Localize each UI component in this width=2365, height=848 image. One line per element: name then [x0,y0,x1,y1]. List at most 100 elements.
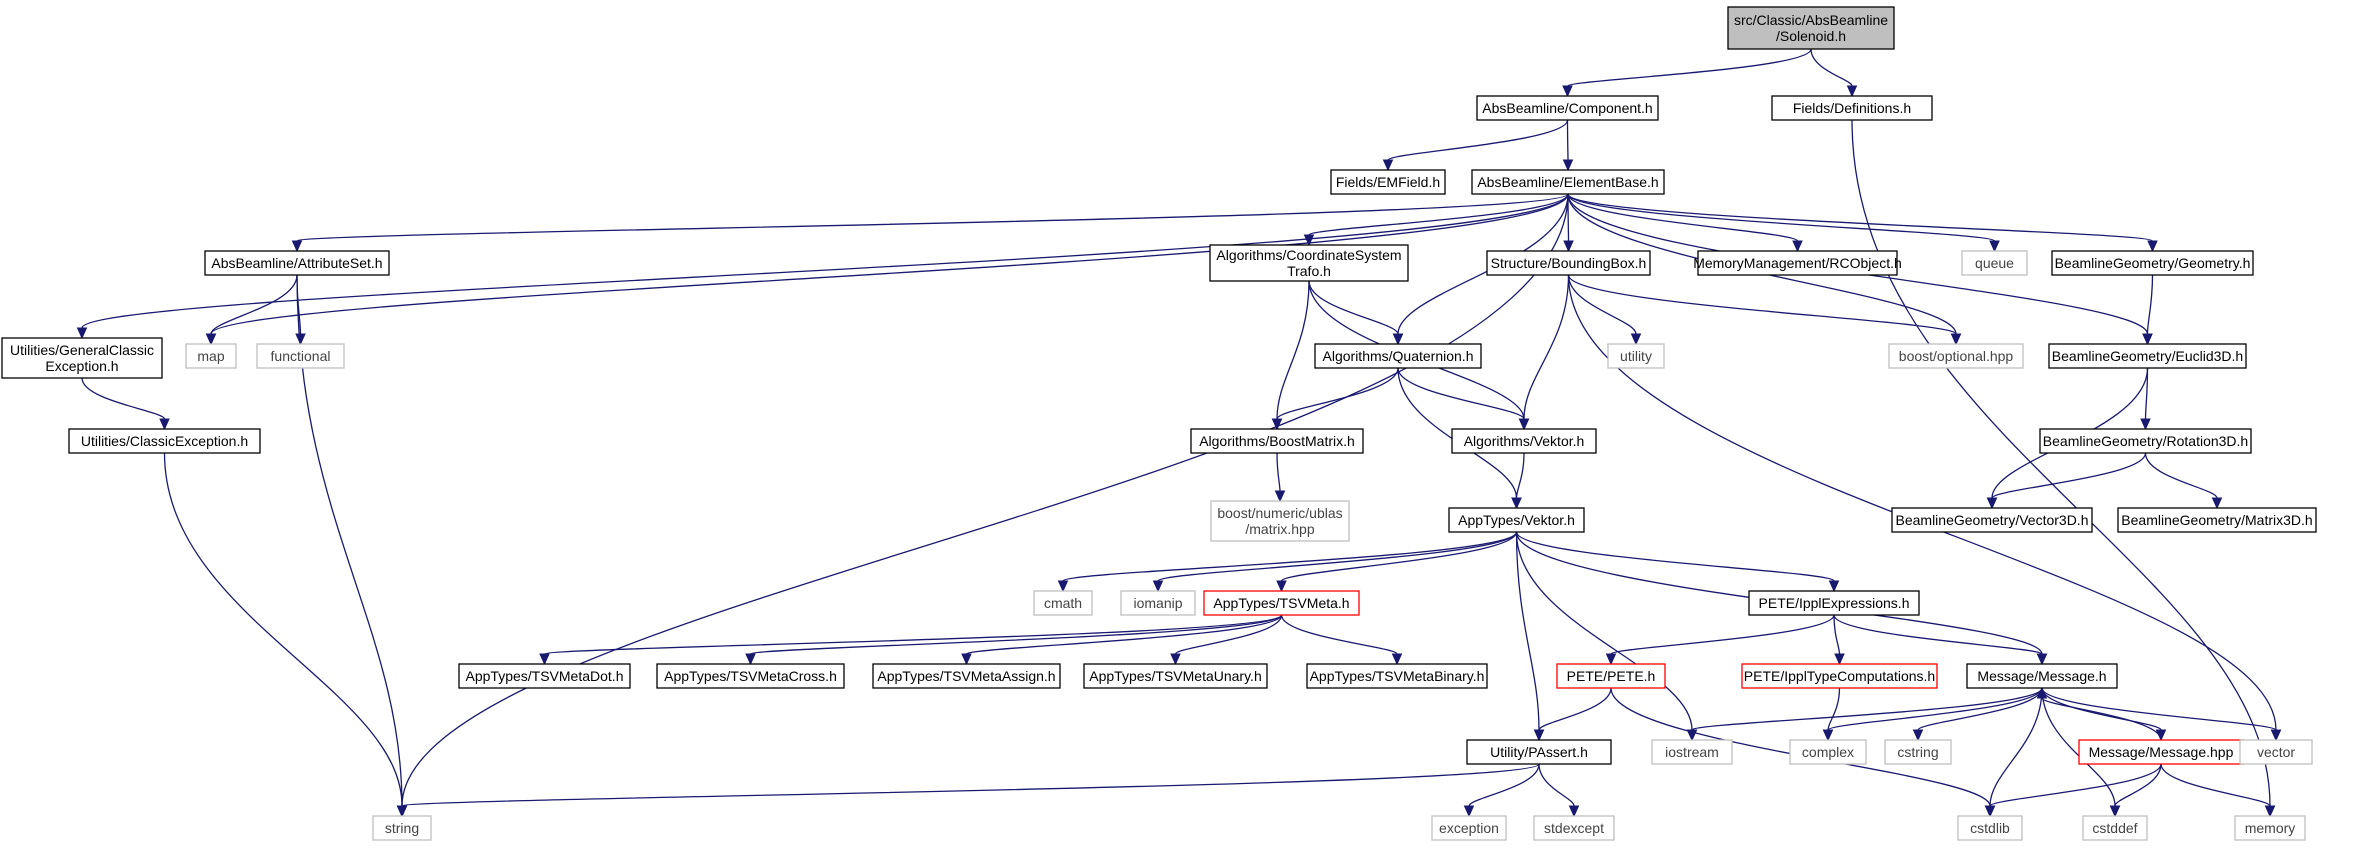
node-utility-passert-h[interactable]: Utility/PAssert.h [1466,739,1612,765]
node-box [1451,428,1597,454]
node-message-message-hpp[interactable]: Message/Message.hpp [2078,739,2244,765]
edge-attributeset-to-map [205,274,298,346]
edge-messagehpp-to-message [2036,686,2162,741]
node-box [656,663,845,689]
node-beamlinegeometry-rotation3d-h[interactable]: BeamlineGeometry/Rotation3D.h [2039,428,2252,454]
node-label: AppTypes/TSVMetaCross.h [664,668,837,684]
node-fields-emfield-h[interactable]: Fields/EMField.h [1330,169,1446,195]
node-box [1891,507,2093,533]
node-label: Algorithms/Vektor.h [1464,433,1585,449]
node-box [1966,663,2118,689]
node-apptypes-tsvmetabinary-h[interactable]: AppTypes/TSVMetaBinary.h [1306,663,1488,689]
node-label: BeamlineGeometry/Matrix3D.h [2121,512,2312,528]
node-pete-ipplexpressions-h[interactable]: PETE/IpplExpressions.h [1748,590,1920,616]
node-label: boost/numeric/ublas [1217,505,1342,521]
node-beamlinegeometry-euclid3d-h[interactable]: BeamlineGeometry/Euclid3D.h [2048,343,2247,369]
node-label: Message/Message.hpp [2089,744,2234,760]
edge-passert-to-stdexcept [1538,763,1580,818]
node-complex: complex [1789,739,1867,765]
node-label: iostream [1665,744,1719,760]
edge-tsvmeta-to-tsvcross [745,614,1283,666]
node-label: iomanip [1133,595,1182,611]
edge-appvektor-to-iomanip [1152,531,1518,593]
node-label: cmath [1044,595,1082,611]
node-beamlinegeometry-vector3d-h[interactable]: BeamlineGeometry/Vector3D.h [1891,507,2093,533]
edge-messagehpp-to-cstdlib [1984,763,2162,818]
node-algorithms-quaternion-h[interactable]: Algorithms/Quaternion.h [1314,343,1482,369]
node-label: AbsBeamline/ElementBase.h [1477,174,1658,190]
node-apptypes-tsvmetaassign-h[interactable]: AppTypes/TSVMetaAssign.h [872,663,1061,689]
node-label: Fields/Definitions.h [1793,100,1911,116]
node-box [1771,95,1933,121]
edge-component-to-emfield [1382,119,1569,172]
node-box [1083,663,1268,689]
edge-boostmatrix-to-ublas [1274,452,1286,503]
node-memorymanagement-rcobject-h[interactable]: MemoryManagement/RCObject.h [1693,250,1902,276]
node-apptypes-tsvmeta-h[interactable]: AppTypes/TSVMeta.h [1203,590,1360,616]
node-box [1190,428,1364,454]
edges-layer [76,48,2282,818]
node-functional: functional [256,343,345,369]
node-apptypes-tsvmetacross-h[interactable]: AppTypes/TSVMetaCross.h [656,663,845,689]
edge-rotation3d-to-vector3d [1986,452,2147,510]
node-label: queue [1975,255,2014,271]
node-box [1476,95,1659,121]
node-absbeamline-component-h[interactable]: AbsBeamline/Component.h [1476,95,1659,121]
edge-elementbase-to-rcobject [1567,193,1803,253]
node-apptypes-tsvmetaunary-h[interactable]: AppTypes/TSVMetaUnary.h [1083,663,1268,689]
node-box [1884,739,1952,765]
edge-tsvmeta-to-tsvunary [1170,614,1283,666]
edge-tsvmeta-to-tsvassign [961,614,1283,666]
node-label: boost/optional.hpp [1899,348,2014,364]
node-label: PETE/IpplTypeComputations.h [1744,668,1935,684]
node-vector: vector [2239,739,2313,765]
node-absbeamline-elementbase-h[interactable]: AbsBeamline/ElementBase.h [1471,169,1665,195]
node-label: AppTypes/TSVMetaBinary.h [1310,668,1485,684]
edge-quaternion-to-boostmatrix [1271,367,1399,431]
node-label: Algorithms/BoostMatrix.h [1199,433,1355,449]
node-algorithms-boostmatrix-h[interactable]: Algorithms/BoostMatrix.h [1190,428,1364,454]
node-label: Utility/PAssert.h [1490,744,1588,760]
node-pete-pete-h[interactable]: PETE/PETE.h [1556,663,1666,689]
node-apptypes-tsvmetadot-h[interactable]: AppTypes/TSVMetaDot.h [458,663,631,689]
node-queue: queue [1961,250,2028,276]
edge-elementbase-to-queue [1567,193,2000,253]
node-label: src/Classic/AbsBeamline [1734,12,1888,28]
node-box [1727,6,1895,50]
node-src-classic-absbeamline-solenoid-h[interactable]: src/Classic/AbsBeamline/Solenoid.h [1727,6,1895,50]
node-label: AppTypes/Vektor.h [1458,512,1575,528]
edge-messagehpp-to-cstddef [2109,763,2162,818]
node-map: map [185,343,237,369]
edge-boundingbox-to-optional [1567,274,1962,346]
node-label: Fields/EMField.h [1336,174,1440,190]
node-box [1748,590,1920,616]
node-pete-ippltypecomputations-h[interactable]: PETE/IpplTypeComputations.h [1741,663,1938,689]
node-algorithms-vektor-h[interactable]: Algorithms/Vektor.h [1451,428,1597,454]
node-box [2051,250,2254,276]
node-structure-boundingbox-h[interactable]: Structure/BoundingBox.h [1486,250,1651,276]
node-box [1120,590,1196,616]
node-utilities-classicexception-h[interactable]: Utilities/ClassicException.h [68,428,261,454]
node-label: PETE/IpplExpressions.h [1759,595,1910,611]
node-label: complex [1802,744,1854,760]
edge-boundingbox-to-algvektor [1518,274,1570,431]
edge-tsvmeta-to-tsvdot [539,614,1283,666]
node-box [1741,663,1938,689]
edge-ipplexpr-to-message [1833,614,2048,666]
node-apptypes-vektor-h[interactable]: AppTypes/Vektor.h [1448,507,1585,533]
node-absbeamline-attributeset-h[interactable]: AbsBeamline/AttributeSet.h [204,250,390,276]
node-label: Trafo.h [1287,263,1331,279]
node-label: Algorithms/Quaternion.h [1323,348,1474,364]
node-label: AbsBeamline/AttributeSet.h [211,255,382,271]
node-box [1486,250,1651,276]
node-message-message-h[interactable]: Message/Message.h [1966,663,2118,689]
node-iomanip: iomanip [1120,590,1196,616]
node-beamlinegeometry-geometry-h[interactable]: BeamlineGeometry/Geometry.h [2051,250,2254,276]
node-beamlinegeometry-matrix3d-h[interactable]: BeamlineGeometry/Matrix3D.h [2117,507,2317,533]
node-fields-definitions-h[interactable]: Fields/Definitions.h [1771,95,1933,121]
node-box [1033,590,1093,616]
edge-classicexc-to-string [163,452,408,818]
